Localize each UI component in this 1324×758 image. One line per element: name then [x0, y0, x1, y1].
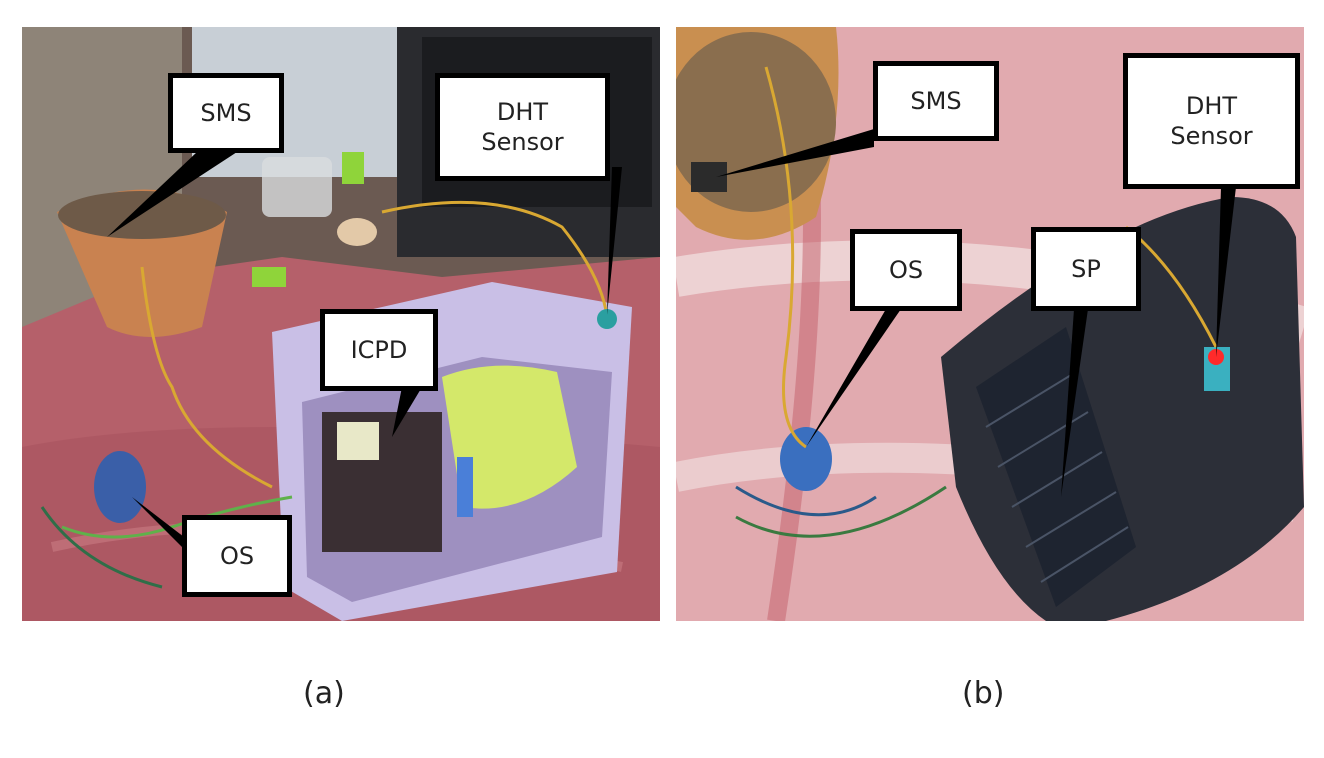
callout-icpd-a: ICPD [320, 309, 438, 391]
optical-sensor-a [94, 451, 146, 523]
optical-sensor-b [780, 427, 832, 491]
caption-b: (b) [962, 676, 1005, 711]
callout-os-a: OS [182, 515, 292, 597]
photo-panel-a: SMS DHT Sensor ICPD OS [22, 27, 660, 621]
caption-a: (a) [303, 676, 345, 711]
photo-panel-b: SMS DHT Sensor OS SP [676, 27, 1304, 621]
callout-sms-b: SMS [873, 61, 999, 141]
foam-block [442, 365, 577, 509]
callout-sp-b: SP [1031, 227, 1141, 311]
callout-sms-a: SMS [168, 73, 284, 153]
callout-dht-sensor-b: DHT Sensor [1123, 53, 1300, 189]
callout-os-b: OS [850, 229, 962, 311]
callout-dht-sensor-a: DHT Sensor [435, 73, 610, 181]
solar-panel [976, 327, 1136, 607]
